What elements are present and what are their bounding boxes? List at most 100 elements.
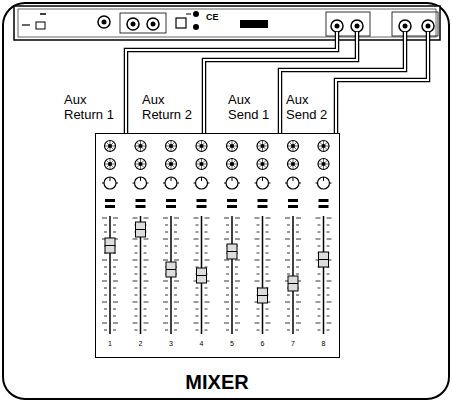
fader-tick [102, 302, 107, 303]
knob [166, 159, 177, 170]
cable-core [126, 32, 337, 133]
knob [318, 159, 329, 170]
fader-tick [257, 330, 260, 331]
fader-tick [165, 246, 168, 247]
fader-tick [165, 225, 168, 226]
fader-tick [327, 239, 332, 240]
fader-tick [113, 330, 116, 331]
fader-tick [287, 246, 290, 247]
fader-tick [135, 267, 138, 268]
fader-tick [285, 323, 290, 324]
fader-track [292, 216, 294, 334]
pan-knob [257, 177, 269, 189]
fader-cap-line [166, 269, 176, 270]
fader-tick [104, 330, 107, 331]
fader-tick [102, 218, 107, 219]
fader-tick [205, 330, 208, 331]
fader-tick [133, 239, 138, 240]
fader-tick [266, 309, 269, 310]
fader-cap [258, 288, 268, 303]
knob-center [139, 144, 143, 148]
fader-tick [285, 302, 290, 303]
fader-tick [205, 253, 208, 254]
pan-knob [104, 177, 116, 189]
pan-tick [177, 183, 179, 184]
fader-tick [226, 309, 229, 310]
fader-tick [296, 330, 299, 331]
fader-tick [133, 323, 138, 324]
fader-tick [135, 288, 138, 289]
ce-mark: CE [206, 12, 219, 22]
fader-track [262, 216, 264, 334]
fader-tick [163, 260, 168, 261]
pan-pointer [201, 177, 202, 181]
fader-tick [144, 246, 147, 247]
knob-center [261, 162, 265, 166]
fader-tick [255, 260, 260, 261]
pan-tick [133, 183, 135, 184]
fader-tick [144, 239, 149, 240]
fader-tick [257, 253, 260, 254]
fader-tick [224, 239, 229, 240]
fader-tick [296, 225, 299, 226]
fader-tick [196, 225, 199, 226]
knob-ridge [167, 160, 174, 167]
fader-tick [316, 302, 321, 303]
knob-ridge [320, 142, 327, 149]
knob [288, 159, 299, 170]
cable-core [280, 32, 405, 133]
fader-tick [174, 323, 179, 324]
cable-label: Aux Send 2 [286, 92, 332, 122]
fader-tick [296, 260, 301, 261]
fader-tick [174, 288, 177, 289]
effects-unit [14, 6, 440, 40]
cable-core [336, 32, 428, 133]
fader-tick [266, 267, 269, 268]
fader-tick [135, 295, 138, 296]
fader-cap-line [136, 229, 146, 230]
knob [166, 141, 177, 152]
fader-tick [226, 288, 229, 289]
fader-tick [194, 218, 199, 219]
pan-pointer [323, 177, 324, 181]
fader-tick [296, 239, 301, 240]
fader-tick [102, 260, 107, 261]
knob-center [169, 144, 173, 148]
fader-tick [257, 309, 260, 310]
fader-tick [205, 246, 208, 247]
fader-tick [266, 281, 271, 282]
pan-knob [226, 177, 238, 189]
fader-tick [165, 330, 168, 331]
knob [105, 141, 116, 152]
fader-cap [105, 238, 115, 253]
fader-tick [205, 309, 208, 310]
knob-ridge [106, 142, 113, 149]
fader-tick [144, 281, 149, 282]
fader-tick [205, 323, 210, 324]
fader-tick [296, 295, 299, 296]
fader-tick [257, 316, 260, 317]
knob [105, 159, 116, 170]
fader-cap-line [319, 259, 329, 260]
fader-tick [266, 232, 269, 233]
fader-tick [205, 267, 208, 268]
fader-tick [327, 288, 330, 289]
fader-tick [296, 302, 301, 303]
fader-tick [196, 330, 199, 331]
fader-tick [174, 316, 177, 317]
fader-tick [226, 232, 229, 233]
fader-tick [163, 323, 168, 324]
pan-tick [269, 183, 271, 184]
fader-tick [287, 232, 290, 233]
fader-tick [285, 218, 290, 219]
fader-tick [196, 246, 199, 247]
fader-tick [327, 225, 330, 226]
fader-tick [144, 260, 149, 261]
cable [126, 32, 337, 133]
knob-ridge [289, 142, 296, 149]
fader-tick [327, 323, 332, 324]
fader-tick [144, 274, 147, 275]
pan-tick [224, 183, 226, 184]
pan-pointer [140, 177, 141, 181]
fader-tick [104, 274, 107, 275]
